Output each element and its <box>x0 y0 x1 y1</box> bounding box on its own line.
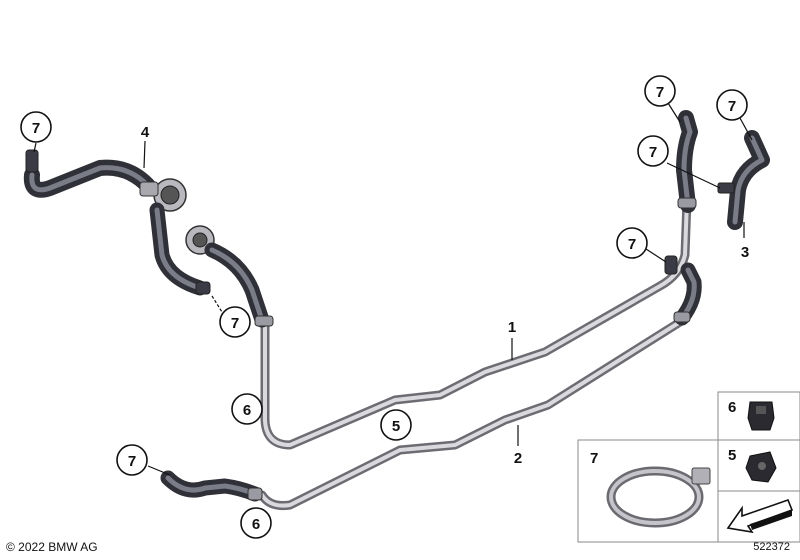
inset-clamp-label: 7 <box>590 450 598 467</box>
svg-text:5: 5 <box>392 418 400 435</box>
svg-text:7: 7 <box>649 144 657 161</box>
svg-text:6: 6 <box>243 402 251 419</box>
callout-7-mid-left[interactable]: 7 <box>219 306 251 338</box>
inset-part5-label: 5 <box>728 447 736 464</box>
hose-3 <box>717 130 770 230</box>
pipe-2 <box>257 317 685 510</box>
hose-clamp <box>673 311 691 323</box>
callout-7-top-left[interactable]: 7 <box>20 111 52 143</box>
svg-text:6: 6 <box>252 516 260 533</box>
clip-5-icon <box>745 451 777 483</box>
callout-7-right-top2[interactable]: 7 <box>716 89 748 121</box>
svg-text:7: 7 <box>628 236 636 253</box>
inset-panel: 7 6 5 <box>577 391 800 543</box>
callout-5-mid[interactable]: 5 <box>380 409 412 441</box>
direction-arrow-icon <box>726 498 794 534</box>
hose-right-upper <box>676 110 698 213</box>
svg-text:7: 7 <box>728 98 736 115</box>
svg-text:7: 7 <box>32 120 40 137</box>
callout-7-bottom-left[interactable]: 7 <box>116 444 148 476</box>
leader-lines <box>33 102 753 476</box>
diagram-number: 522372 <box>753 541 790 553</box>
hose-right-lower <box>673 262 702 326</box>
svg-text:7: 7 <box>231 315 239 332</box>
callout-6-left[interactable]: 6 <box>231 393 263 425</box>
hose-bottom-left <box>160 470 263 502</box>
label-2: 2 <box>514 450 522 467</box>
hose-connector-left <box>185 225 274 328</box>
hose-4 <box>23 149 211 296</box>
callout-7-right-top1[interactable]: 7 <box>644 75 676 107</box>
svg-text:7: 7 <box>128 453 136 470</box>
callout-7-right-mid[interactable]: 7 <box>637 135 669 167</box>
callout-7-right-low[interactable]: 7 <box>616 227 648 259</box>
hose-clamp <box>677 197 697 209</box>
callout-6-bottom[interactable]: 6 <box>240 507 272 539</box>
label-4: 4 <box>141 124 150 141</box>
label-3: 3 <box>741 244 749 261</box>
pipe-1 <box>260 195 692 450</box>
label-1: 1 <box>508 319 516 336</box>
bleed-stub <box>664 255 678 275</box>
copyright-text: © 2022 BMW AG <box>6 540 98 554</box>
hose-clamp-icon <box>606 466 711 528</box>
svg-text:7: 7 <box>656 84 664 101</box>
clip-6-icon <box>747 401 775 431</box>
inset-part6-label: 6 <box>728 399 736 416</box>
